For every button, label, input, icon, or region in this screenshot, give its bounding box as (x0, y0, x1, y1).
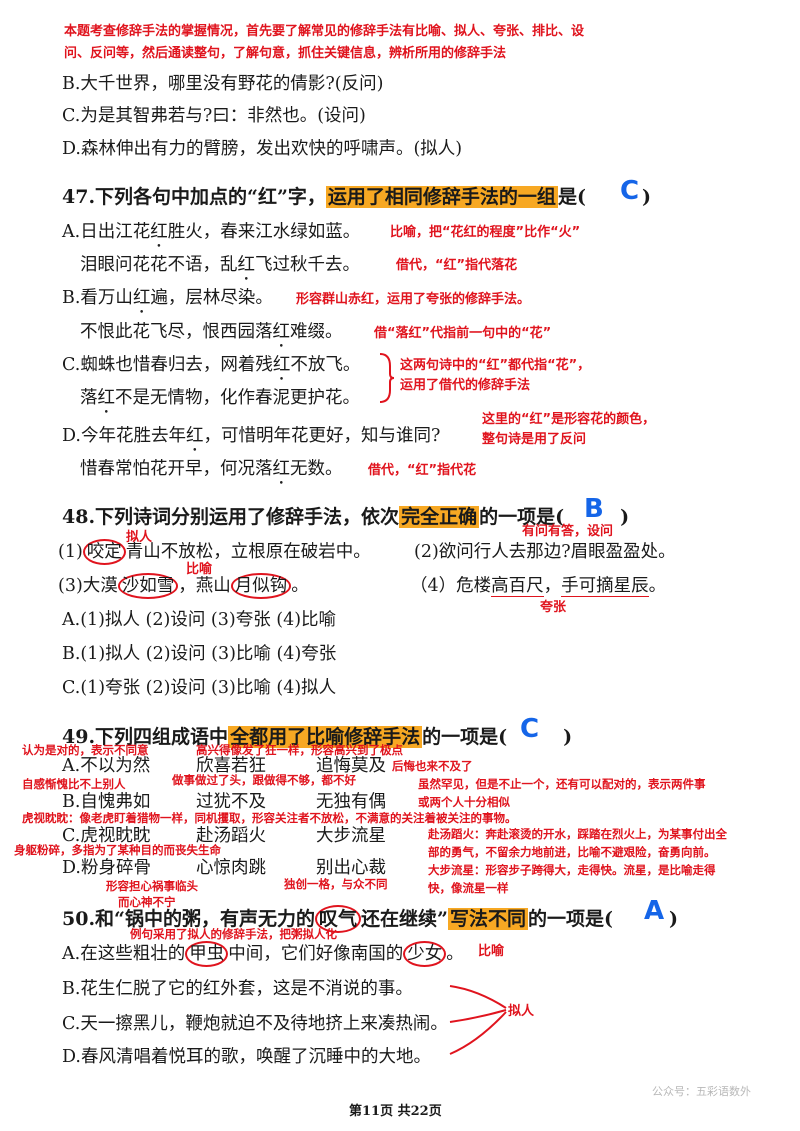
q49-note-10a: 大步流星：形容步子跨得大，走得快。流星，是比喻走得 (428, 863, 716, 877)
q47-stem: 47.下列各句中加点的“红”字，运用了相同修辞手法的一组是() (62, 186, 651, 208)
q47-c-note2: 运用了借代的修辞手法 (400, 378, 531, 393)
q48-note-sw: 有问有答，设问 (522, 524, 614, 539)
q49-note-3: 后悔也来不及了 (392, 759, 473, 773)
q49-note-6a: 虽然罕见，但是不止一个，还有可以配对的，表示两件事 (418, 777, 706, 791)
q47-b2-note: 借“落红”代指前一句中的“花” (374, 326, 552, 341)
q50-highlight: 写法不同 (447, 908, 528, 930)
q48-answer: B (584, 494, 604, 524)
q47-b1: B.看万山红遍，层林尽染。 (62, 284, 273, 309)
q48-note-nr: 拟人 (126, 530, 153, 545)
q48-option-b: B.(1)拟人 (2)设问 (3)比喻 (4)夸张 (62, 644, 337, 664)
q49-note-1: 认为是对的，表示不同意 (22, 743, 149, 757)
q49-d2: 心惊肉跳 (196, 858, 266, 878)
q49-d3: 别出心裁 (316, 858, 386, 878)
q48-stem: 48.下列诗词分别运用了修辞手法，依次完全正确的一项是() (62, 506, 630, 528)
q49-b3: 无独有偶 (316, 792, 386, 812)
q49-note-11a: 形容担心祸事临头 (106, 879, 198, 893)
q50-option-b: B.花生仁脱了它的红外套，这是不消说的事。 (62, 979, 413, 999)
q47-d-note2: 整句诗是用了反问 (482, 432, 587, 447)
q49-note-8a: 赴汤蹈火：奔赴滚烫的开水，踩踏在烈火上，为某事付出全 (428, 827, 727, 841)
q47-d2-note: 借代，“红”指代花 (368, 463, 477, 478)
q47-b2: 不恨此花飞尽，恨西园落红难缀。 (80, 318, 343, 343)
q48-line2: (3)大漠沙如雪，燕山月似钩。 (58, 572, 309, 599)
q50-option-d: D.春风清唱着悦耳的歌，唤醒了沉睡中的大地。 (62, 1047, 431, 1067)
q47-a1: A.日出江花红胜火，春来江水绿如蓝。 (62, 218, 360, 243)
q47-highlight: 运用了相同修辞手法的一组 (325, 186, 558, 208)
q49-answer: C (520, 714, 540, 744)
q49-note-5: 做事做过了头，跟做得不够，都不好 (172, 773, 356, 787)
q47-d2: 惜春常怕花开早，何况落红无数。 (80, 455, 343, 480)
q50-bcd-note: 拟人 (508, 1004, 535, 1019)
q48-note-kz: 夸张 (540, 600, 567, 615)
q49-c2: 赴汤蹈火 (196, 826, 266, 846)
q49-stem: 49.下列四组成语中全都用了比喻修辞手法的一项是() (62, 726, 573, 748)
q49-note-8b: 部的勇气，不留余力地前进，比喻不避艰险，奋勇向前。 (428, 845, 716, 859)
q47-c-brace (379, 353, 395, 403)
q48-highlight: 完全正确 (399, 506, 480, 528)
page-footer: 第11页 共22页 (349, 1104, 442, 1119)
q47-a2-note: 借代，“红”指代落花 (396, 258, 518, 273)
q49-note-6b: 或两个人十分相似 (418, 795, 510, 809)
q47-c-note1: 这两句诗中的“红”都代指“花”， (400, 358, 591, 373)
q50-option-a: A.在这些粗壮的甲虫中间，它们好像南国的少女。 (62, 940, 464, 967)
q48-option-c: C.(1)夸张 (2)设问 (3)比喻 (4)拟人 (62, 678, 337, 698)
q50-note-1: 例句采用了拟人的修辞手法，把粥拟人化 (130, 927, 337, 941)
q48-line1-2: (2)欲问行人去那边?眉眼盈盈处。 (414, 542, 676, 562)
q49-c1: C.虎视眈眈 (62, 826, 151, 846)
q50-stem: 50.和“锅中的粥，有声无力的叹气还在继续”写法不同的一项是() (62, 904, 678, 933)
q46-option-d: D.森林伸出有力的臂膀，发出欢快的呼啸声。(拟人) (62, 139, 463, 159)
q47-d1: D.今年花胜去年红，可惜明年花更好，知与谁同? (62, 422, 440, 447)
q48-note-by: 比喻 (186, 562, 213, 577)
q47-a2: 泪眼问花花不语，乱红飞过秋千去。 (80, 251, 360, 276)
q49-note-7: 虎视眈眈：像老虎盯着猎物一样，同机攫取，形容关注者不放松，不满意的关注着被关注的… (22, 811, 517, 825)
q49-note-9: 身躯粉碎，多指为了某种目的而丧失生命 (14, 843, 221, 857)
top-note-line2: 问、反问等，然后通读整句，了解句意，抓住关键信息，辨析所用的修辞手法 (64, 46, 507, 61)
q47-answer: C (620, 176, 640, 206)
q47-b1-note: 形容群山赤红，运用了夸张的修辞手法。 (296, 292, 531, 307)
q49-note-12: 独创一格，与众不同 (284, 877, 388, 891)
q48-option-a: A.(1)拟人 (2)设问 (3)夸张 (4)比喻 (62, 610, 337, 630)
q47-d-note1: 这里的“红”是形容花的颜色， (482, 412, 656, 427)
top-note-line1: 本题考查修辞手法的掌握情况，首先要了解常见的修辞手法有比喻、拟人、夸张、排比、设 (64, 24, 585, 39)
q47-a1-note: 比喻，把“花红的程度”比作“火” (390, 225, 581, 240)
q50-option-c: C.天一擦黑儿，鞭炮就迫不及待地挤上来凑热闹。 (62, 1014, 448, 1034)
q46-option-b: B.大千世界，哪里没有野花的倩影?(反问) (62, 74, 384, 94)
q49-a1: A.不以为然 (62, 756, 151, 776)
q48-line1: (1)咬定青山不放松，立根原在破岩中。 (58, 538, 371, 565)
q49-note-10b: 快，像流星一样 (428, 881, 509, 895)
q49-note-11b: 而心神不宁 (118, 895, 176, 909)
q47-c2: 落红不是无情物，化作春泥更护花。 (80, 384, 360, 409)
q49-b1: B.自愧弗如 (62, 792, 151, 812)
q49-a3: 追悔莫及 (316, 756, 386, 776)
q50-answer: A (644, 896, 665, 926)
q49-highlight: 全都用了比喻修辞手法 (228, 726, 423, 748)
q49-b2: 过犹不及 (196, 792, 266, 812)
q50-a-note: 比喻 (478, 944, 505, 959)
q47-c1: C.蜘蛛也惜春归去，网着残红不放飞。 (62, 351, 360, 376)
q49-note-2: 高兴得像发了狂一样，形容高兴到了极点 (196, 743, 403, 757)
watermark: 公众号：五彩语数外 (652, 1085, 751, 1098)
q49-note-4: 自感惭愧比不上别人 (22, 777, 126, 791)
q49-c3: 大步流星 (316, 826, 386, 846)
q50-bcd-arrows (449, 985, 507, 1055)
q48-line2-4: （4）危楼高百尺，手可摘星辰。 (410, 576, 667, 597)
q46-option-c: C.为是其智弗若与?曰：非然也。(设问) (62, 106, 366, 126)
q49-d1: D.粉身碎骨 (62, 858, 151, 878)
q49-a2: 欣喜若狂 (196, 756, 266, 776)
